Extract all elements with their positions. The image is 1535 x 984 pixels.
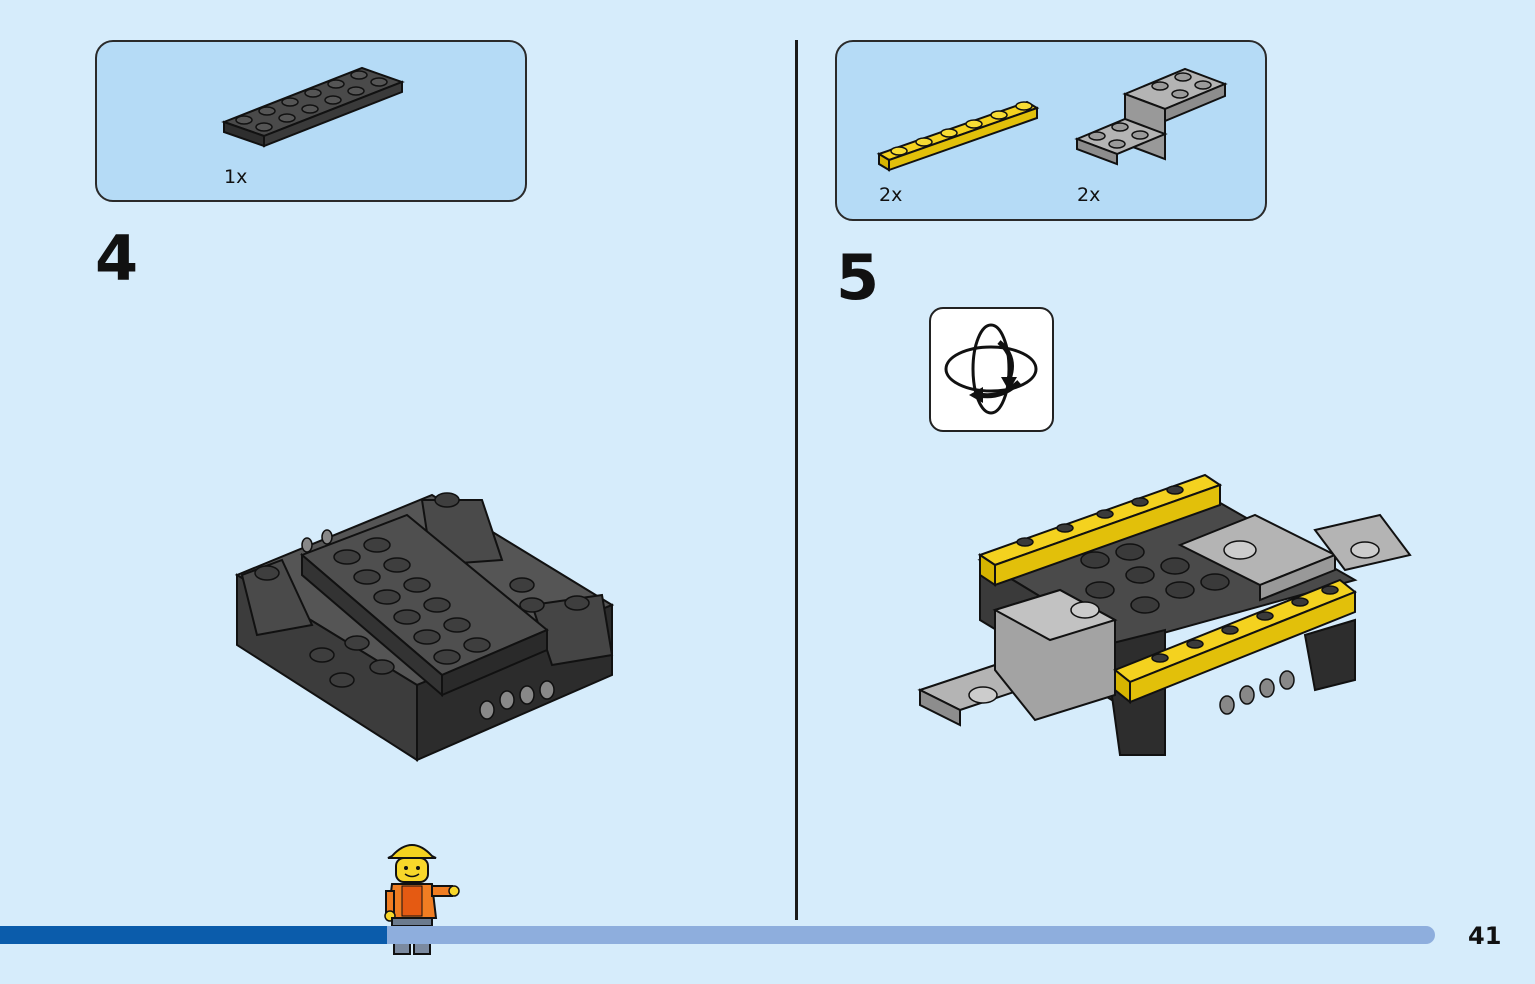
- step-number: 4: [95, 222, 139, 295]
- part-quantity: 2x: [879, 184, 903, 206]
- step-5-model-illustration: [917, 473, 1412, 756]
- part-quantity: 1x: [224, 166, 248, 188]
- yellow-plate-1x6-icon: [876, 100, 1040, 172]
- page-progress-bar: [0, 926, 1435, 944]
- step-5-parts-callout: 2x 2x: [835, 40, 1267, 221]
- construction-worker-minifigure: [384, 844, 460, 955]
- page-divider: [795, 40, 798, 920]
- gray-bracket-icon: [1074, 67, 1228, 166]
- step-4-parts-callout: 1x: [95, 40, 527, 202]
- page-progress-fill: [0, 926, 388, 944]
- rotate-model-callout: [929, 307, 1054, 432]
- step-number: 5: [836, 241, 880, 314]
- page-number: 41: [1468, 922, 1502, 950]
- step-4-model-illustration: [234, 492, 615, 762]
- part-quantity: 2x: [1077, 184, 1101, 206]
- rotate-model-icon: [944, 323, 1038, 415]
- black-plate-2x6-icon: [221, 66, 405, 148]
